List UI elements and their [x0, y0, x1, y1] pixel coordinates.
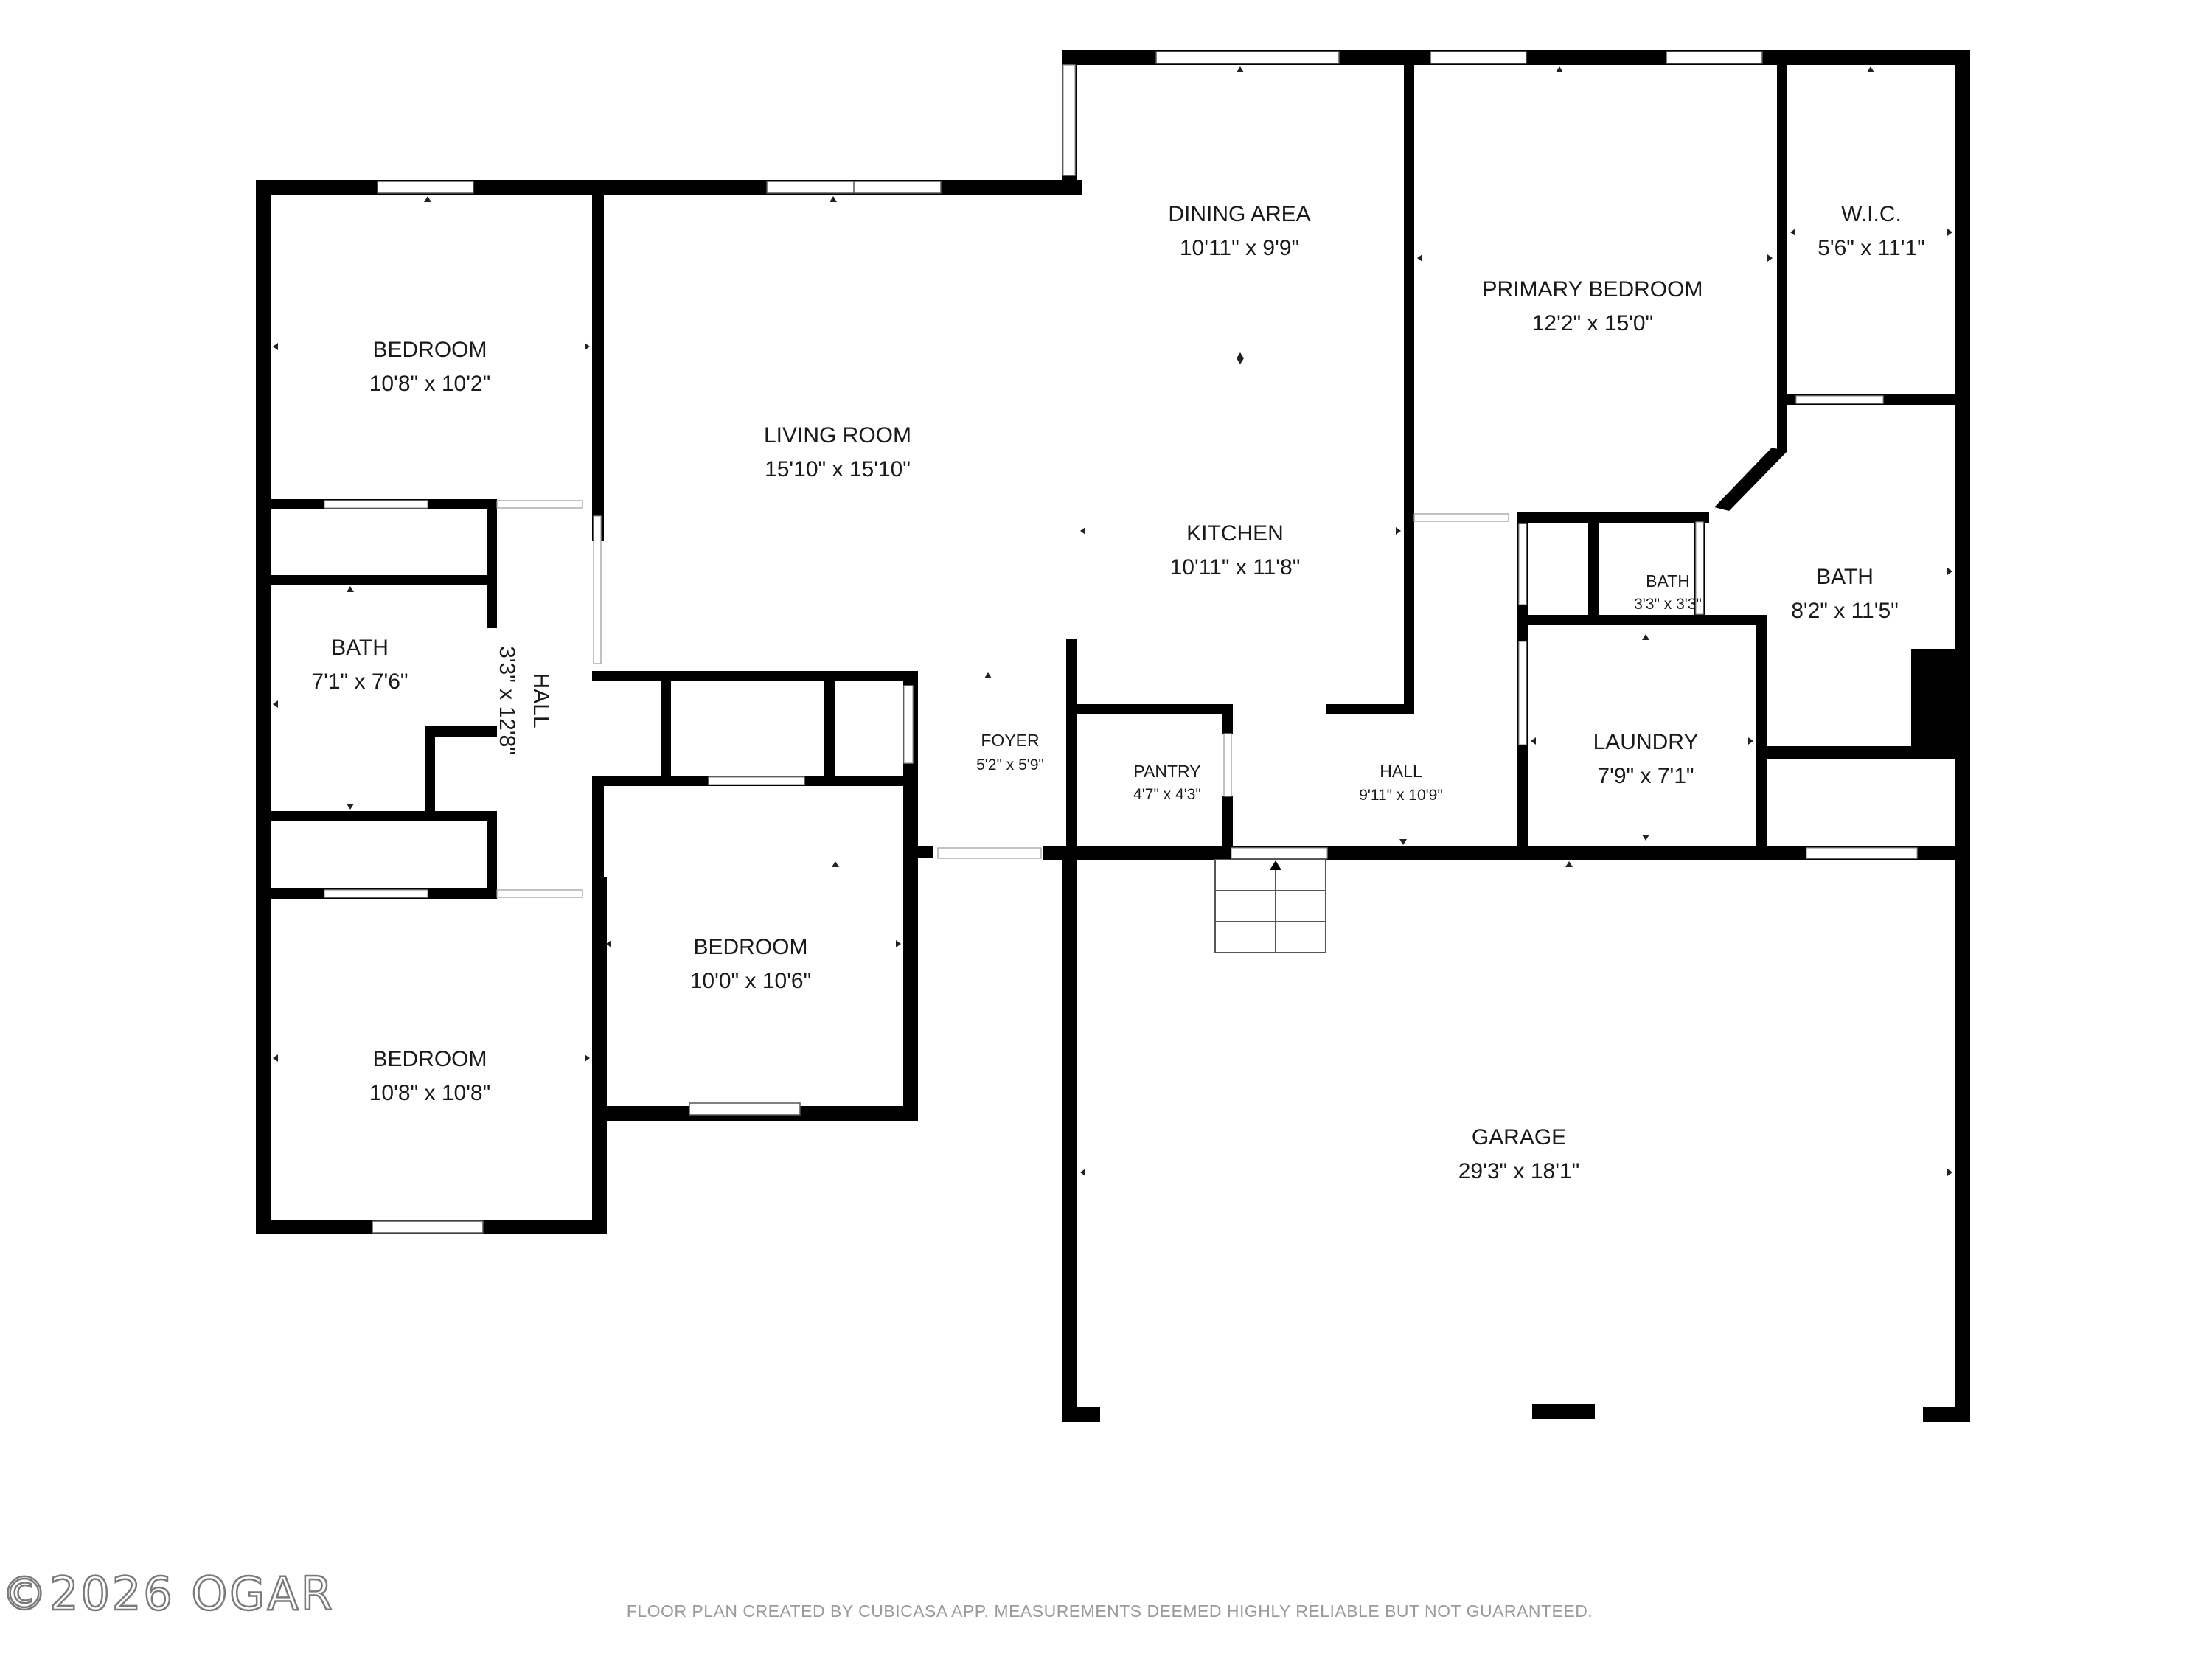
door-openings [324, 64, 1918, 898]
living-room-dims: 15'10" x 15'10" [765, 457, 911, 481]
windows [372, 51, 1763, 1234]
bedroom-nw-dims: 10'8" x 10'2" [369, 372, 491, 396]
disclaimer-text: FLOOR PLAN CREATED BY CUBICASA APP. MEAS… [627, 1601, 1593, 1621]
bath-west-name: BATH [331, 636, 389, 660]
wic-name: W.I.C. [1841, 202, 1902, 226]
bedroom-nw-name: BEDROOM [372, 338, 487, 362]
bath-primary-name: BATH [1816, 565, 1874, 589]
garage-name: GARAGE [1472, 1125, 1566, 1150]
bedroom-mid-dims: 10'0" x 10'6" [690, 969, 812, 993]
foyer-dims: 5'2" x 5'9" [976, 757, 1044, 773]
room-labels: BEDROOM 10'8" x 10'2" LIVING ROOM 15'10"… [311, 202, 1924, 1183]
hall-east-dims: 9'11" x 10'9" [1359, 787, 1443, 804]
copyright-watermark: ©2026 OGAR [1, 1567, 335, 1621]
primary-bedroom-name: PRIMARY BEDROOM [1483, 277, 1703, 302]
living-room-name: LIVING ROOM [764, 423, 911, 448]
dining-area-dims: 10'11" x 9'9" [1180, 236, 1299, 260]
hall-west-name: HALL [529, 672, 553, 728]
pantry-name: PANTRY [1133, 762, 1200, 781]
bath-primary-dims: 8'2" x 11'5" [1791, 599, 1899, 623]
primary-bedroom-dims: 12'2" x 15'0" [1532, 311, 1654, 335]
bedroom-mid-name: BEDROOM [693, 935, 807, 959]
pantry-dims: 4'7" x 4'3" [1133, 786, 1201, 803]
laundry-name: LAUNDRY [1593, 730, 1699, 754]
bath-small-name: BATH [1646, 571, 1690, 591]
bath-small-dims: 3'3" x 3'3" [1634, 596, 1702, 613]
bedroom-sw-name: BEDROOM [372, 1047, 487, 1071]
garage-entry-stairs [1214, 859, 1326, 953]
hall-east-name: HALL [1380, 762, 1422, 781]
bedroom-sw-dims: 10'8" x 10'8" [369, 1081, 491, 1105]
kitchen-dims: 10'11" x 11'8" [1170, 555, 1301, 580]
dining-area-name: DINING AREA [1168, 202, 1310, 226]
garage-dims: 29'3" x 18'1" [1458, 1159, 1580, 1183]
foyer-name: FOYER [981, 731, 1039, 750]
laundry-dims: 7'9" x 7'1" [1597, 764, 1694, 788]
kitchen-name: KITCHEN [1186, 521, 1284, 546]
bath-west-dims: 7'1" x 7'6" [311, 669, 408, 694]
hall-west-dims: 3'3" x 12'8" [495, 646, 519, 755]
measurement-ticks [273, 66, 1952, 1176]
wic-dims: 5'6" x 11'1" [1818, 236, 1925, 260]
